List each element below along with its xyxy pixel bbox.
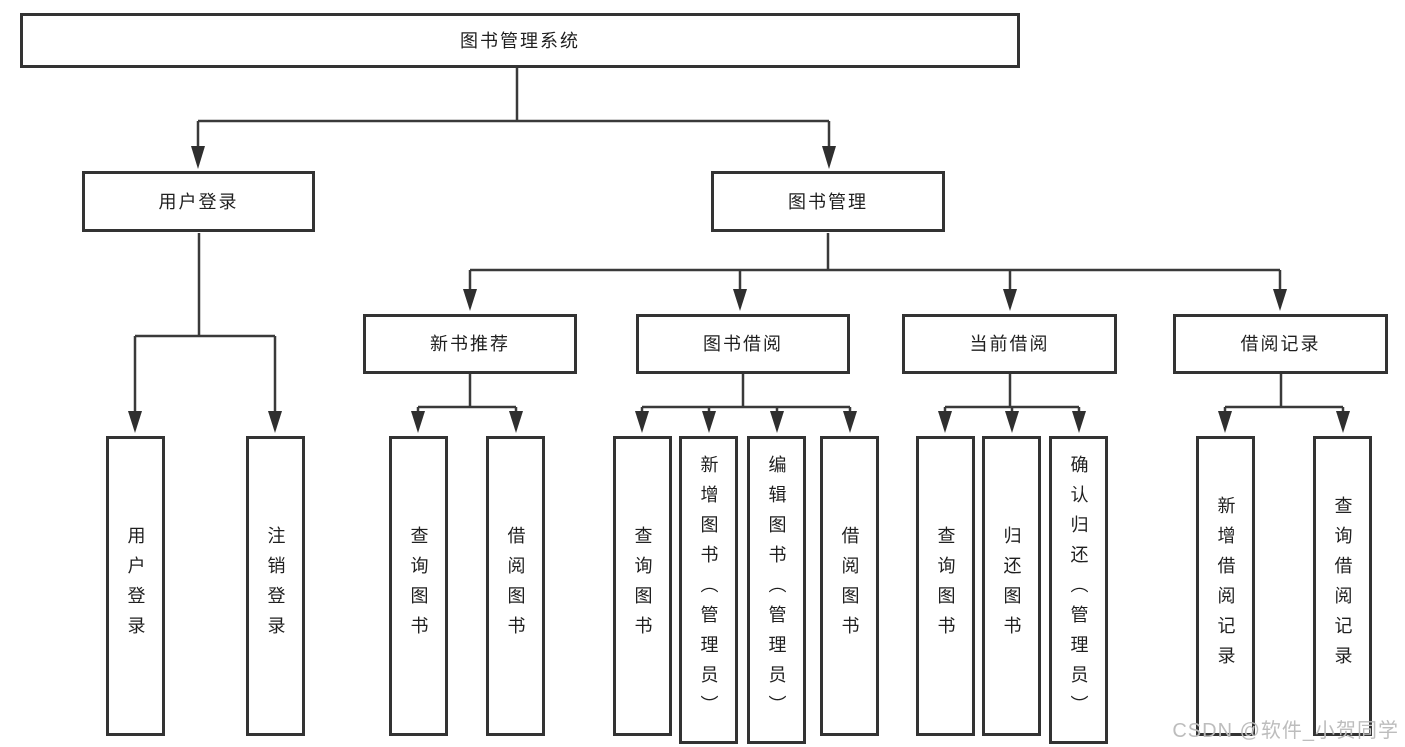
node-label: 查询借阅记录 bbox=[1332, 496, 1353, 676]
leaf-add-borrow-record: 新增借阅记录 bbox=[1196, 436, 1255, 736]
node-label: 新书推荐 bbox=[430, 334, 510, 354]
node-new-book-recommend: 新书推荐 bbox=[363, 314, 577, 374]
node-library-management-system: 图书管理系统 bbox=[20, 13, 1020, 68]
leaf-query-borrow-record: 查询借阅记录 bbox=[1313, 436, 1372, 736]
node-label: 图书管理 bbox=[788, 191, 868, 212]
leaf-query-books: 查询图书 bbox=[613, 436, 672, 736]
node-label: 当前借阅 bbox=[969, 334, 1050, 354]
node-label: 注销登录 bbox=[265, 526, 286, 646]
node-label: 新增借阅记录 bbox=[1215, 496, 1236, 676]
node-label: 查询图书 bbox=[935, 526, 956, 646]
node-label: 借阅图书 bbox=[839, 526, 860, 646]
leaf-return-books: 归还图书 bbox=[982, 436, 1041, 736]
node-label: 查询图书 bbox=[632, 526, 653, 646]
node-label: 图书借阅 bbox=[703, 334, 783, 354]
node-book-borrowing: 图书借阅 bbox=[636, 314, 850, 374]
node-label: 借阅记录 bbox=[1240, 334, 1321, 354]
leaf-add-books-admin: 新增图书（管理员） bbox=[679, 436, 738, 744]
leaf-query-books: 查询图书 bbox=[916, 436, 975, 736]
leaf-edit-books-admin: 编辑图书（管理员） bbox=[747, 436, 806, 744]
leaf-borrow-books: 借阅图书 bbox=[820, 436, 879, 736]
leaf-borrow-books: 借阅图书 bbox=[486, 436, 545, 736]
node-user-login: 用户登录 bbox=[82, 171, 315, 232]
csdn-watermark: CSDN @软件_小贺同学 bbox=[1172, 720, 1399, 742]
node-current-borrowing: 当前借阅 bbox=[902, 314, 1117, 374]
leaf-user-login: 用户登录 bbox=[106, 436, 165, 736]
node-borrowing-records: 借阅记录 bbox=[1173, 314, 1388, 374]
node-label: 归还图书 bbox=[1001, 526, 1022, 646]
leaf-confirm-return-admin: 确认归还（管理员） bbox=[1049, 436, 1108, 744]
node-label: 新增图书（管理员） bbox=[698, 455, 719, 725]
node-label: 编辑图书（管理员） bbox=[766, 455, 787, 725]
node-label: 查询图书 bbox=[408, 526, 429, 646]
node-label: 用户登录 bbox=[125, 526, 146, 646]
node-label: 借阅图书 bbox=[505, 526, 526, 646]
node-label: 图书管理系统 bbox=[460, 30, 580, 51]
leaf-query-books: 查询图书 bbox=[389, 436, 448, 736]
leaf-logout: 注销登录 bbox=[246, 436, 305, 736]
node-label: 用户登录 bbox=[158, 191, 239, 212]
node-book-management: 图书管理 bbox=[711, 171, 945, 232]
node-label: 确认归还（管理员） bbox=[1068, 455, 1089, 725]
